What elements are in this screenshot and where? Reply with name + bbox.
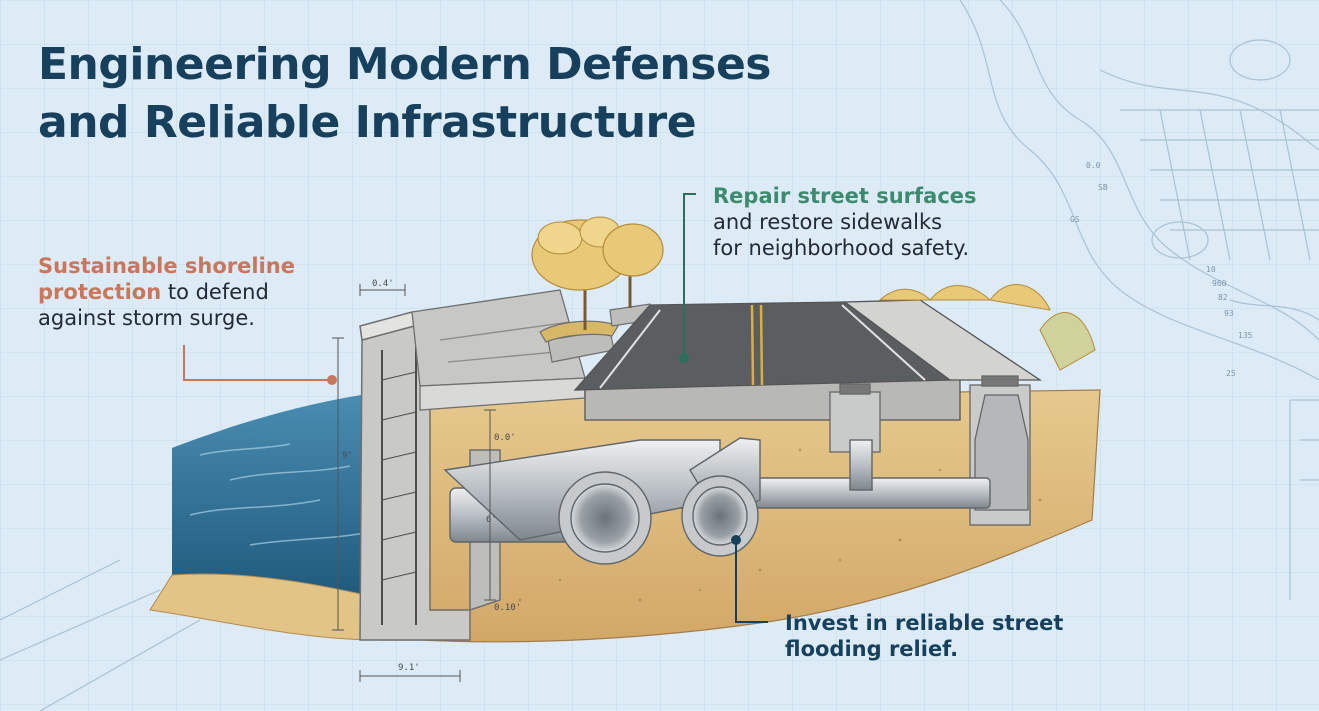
svg-text:0.0': 0.0' [494,433,516,443]
shoreline-text-2: to defend [161,280,269,304]
svg-text:135: 135 [1238,331,1253,340]
title-line-2: and Reliable Infrastructure [38,97,697,148]
street-text-2: and restore sidewalks [713,210,943,234]
svg-text:0.10': 0.10' [494,603,521,613]
svg-text:82: 82 [1218,293,1228,302]
map-labels: 0.0 SB GS 960 82 93 135 25 10 [1070,161,1253,378]
shoreline-highlight-1: Sustainable shoreline [38,254,295,278]
relief-text-2: flooding relief. [785,637,959,661]
svg-text:SB: SB [1098,183,1108,192]
dimension-annotations [332,284,496,682]
sidewalk [411,289,586,411]
page-title: Engineering Modern Defenses and Reliable… [38,36,771,152]
svg-text:0.4': 0.4' [372,279,394,289]
relief-text-1: Invest in reliable street [785,611,1064,635]
water-ripples [189,443,371,546]
svg-text:6': 6' [486,515,497,525]
shoreline-leader [183,345,337,385]
svg-text:93: 93 [1224,309,1234,318]
shoreline-text-3: against storm surge. [38,306,255,330]
svg-text:9.1': 9.1' [398,663,420,673]
street-highlight: Repair street surfaces [713,184,977,208]
water [172,392,380,598]
drainage-pipes [443,437,991,565]
street-callout: Repair street surfaces and restore sidew… [713,183,1063,261]
street-text-3: for neighborhood safety. [713,236,970,260]
shoreline-highlight-2: protection [38,280,162,304]
roadside-vegetation [878,284,1096,371]
title-line-1: Engineering Modern Defenses [38,39,771,90]
svg-text:GS: GS [1070,215,1080,224]
svg-text:10: 10 [1206,265,1216,274]
shoreline-callout: Sustainable shoreline protection to defe… [38,253,338,331]
storm-drain-inlets [829,375,1031,526]
street-leader [679,193,696,363]
svg-text:960: 960 [1212,279,1227,288]
relief-callout: Invest in reliable street flooding relie… [785,610,1125,662]
svg-text:9': 9' [342,451,353,461]
svg-text:25: 25 [1226,369,1236,378]
relief-leader [731,535,768,623]
dimension-labels: 0.4' 9' 0.0' 0.10' 9.1' 6' [342,279,521,673]
tree-right [602,223,664,308]
svg-text:0.0: 0.0 [1086,161,1101,170]
